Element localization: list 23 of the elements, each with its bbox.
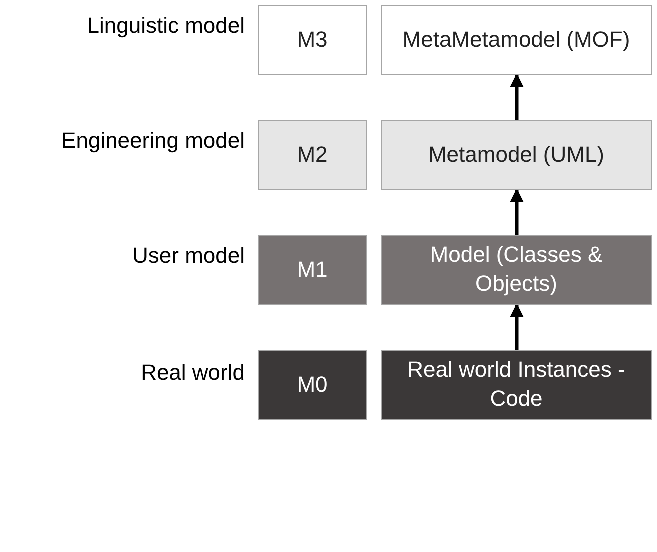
- level-box: [258, 120, 367, 190]
- box-label: M2: [296, 140, 329, 169]
- box-label: Model (Classes & Objects): [429, 241, 604, 298]
- model-box: [381, 350, 652, 420]
- model-box: [381, 235, 652, 305]
- level-box: [258, 350, 367, 420]
- level-label: Real world: [140, 360, 245, 386]
- arrow: [510, 188, 524, 235]
- box-label: M1: [296, 256, 329, 284]
- box-label: Real world Instances - Code: [406, 356, 626, 413]
- box-label: MetaMetamodel (MOF): [402, 26, 632, 54]
- level-label: Engineering model: [60, 128, 245, 154]
- box-label: Metamodel (UML): [427, 140, 606, 169]
- level-label: User model: [132, 243, 245, 269]
- box-label: M3: [296, 26, 329, 54]
- level-box: [258, 5, 367, 75]
- level-label: Linguistic model: [86, 13, 245, 39]
- arrow: [510, 304, 524, 350]
- model-box: [381, 120, 652, 190]
- box-label: M0: [296, 370, 329, 399]
- model-box: [381, 5, 652, 75]
- level-box: [258, 235, 367, 305]
- arrow: [510, 74, 524, 120]
